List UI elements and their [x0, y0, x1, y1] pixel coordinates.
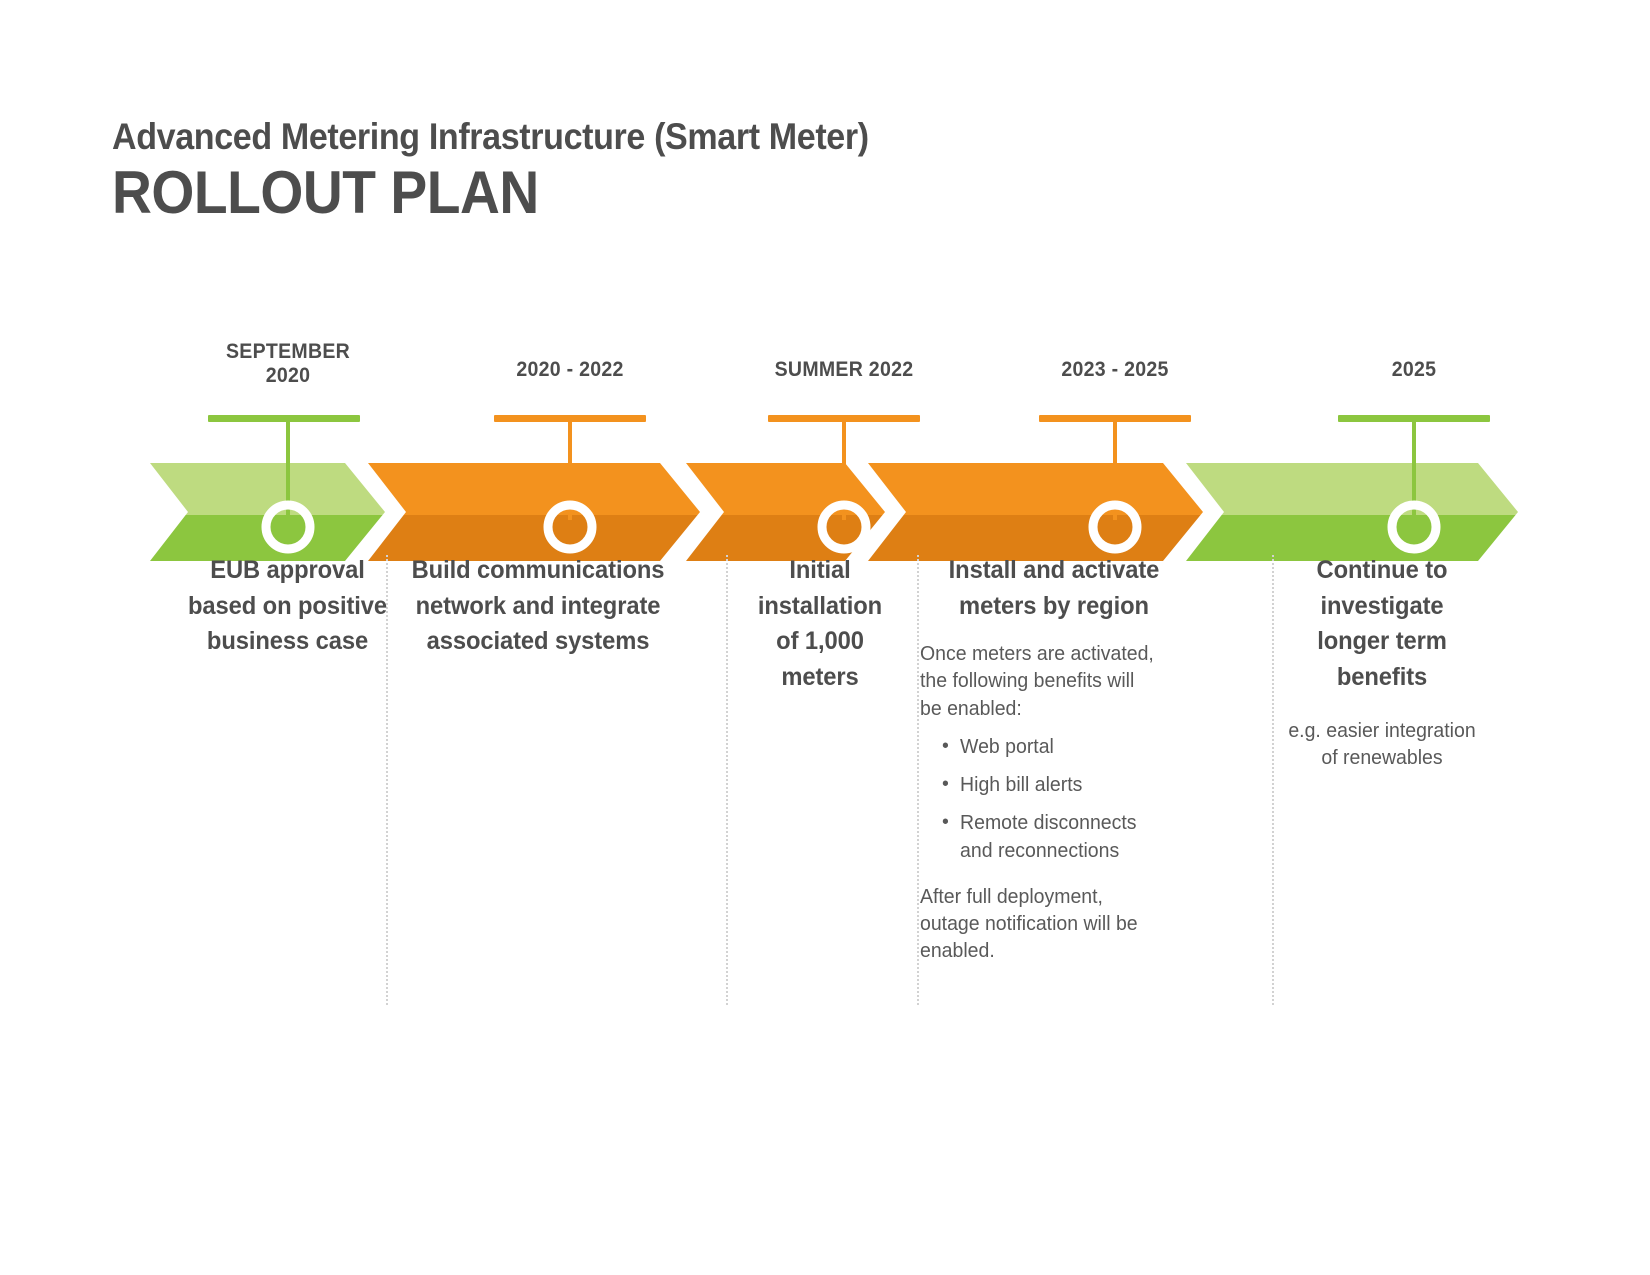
stage-1-heading: EUB approval based on positive business …: [188, 556, 387, 655]
stage-4-date: 2023 - 2025: [1061, 358, 1169, 381]
list-item: High bill alerts: [942, 770, 1176, 798]
page-title: Advanced Metering Infrastructure (Smart …: [112, 118, 935, 223]
stage-3-heading: Initial installation of 1,000 meters: [757, 556, 883, 691]
stage-5-subtext: e.g. easier integration of renewables: [1288, 719, 1476, 770]
tick-bar-3: [768, 415, 920, 422]
column-separator-2: [726, 555, 729, 1005]
stage-5-date: 2025: [1391, 358, 1437, 381]
stage-2-heading: Build communications network and integra…: [411, 556, 665, 655]
stage-4-body: Install and activate meters by region On…: [920, 553, 1188, 965]
tick-bar-1: [208, 415, 360, 422]
stage-1-date: SEPTEMBER 2020: [225, 340, 351, 387]
page-title-main: ROLLOUT PLAN: [112, 159, 539, 226]
stage-4-subtext: Once meters are activated, the following…: [920, 642, 1154, 720]
column-separator-4: [1272, 555, 1275, 1005]
tick-bar-4: [1039, 415, 1191, 422]
column-separator-3: [917, 555, 920, 1005]
list-item: Web portal: [942, 732, 1176, 760]
tick-bar-2: [494, 415, 646, 422]
stage-2-date: 2020 - 2022: [516, 358, 624, 381]
stage-5-heading: Continue to investigate longer term bene…: [1316, 556, 1448, 691]
stage-3-date: SUMMER 2022: [774, 358, 914, 381]
column-separator-1: [386, 555, 389, 1005]
stage-2-body: Build communications network and integra…: [392, 553, 684, 660]
stage-4-tailtext: After full deployment, outage notificati…: [920, 884, 1138, 963]
tick-bar-5: [1338, 415, 1490, 422]
stage-1-body: EUB approval based on positive business …: [160, 553, 415, 660]
page-title-subtitle: Advanced Metering Infrastructure (Smart …: [112, 116, 869, 157]
stage-4-heading: Install and activate meters by region: [948, 556, 1160, 620]
stage-5-body: Continue to investigate longer term bene…: [1282, 553, 1482, 772]
stage-4-benefit-list: Web portal High bill alerts Remote disco…: [920, 732, 1188, 864]
list-item: Remote disconnects and reconnections: [942, 808, 1155, 864]
stage-3-body: Initial installation of 1,000 meters: [730, 553, 910, 695]
